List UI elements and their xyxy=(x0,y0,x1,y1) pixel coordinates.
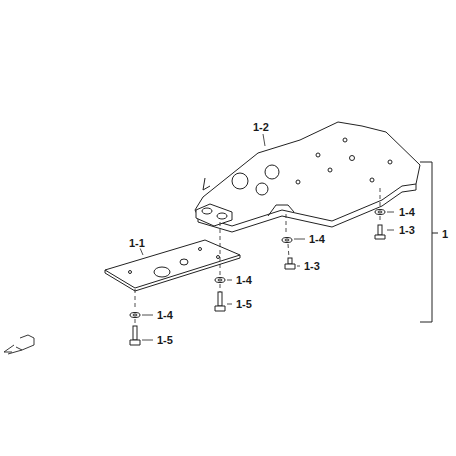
callout-number: 1-4 xyxy=(398,207,416,218)
callout-number: 1-4 xyxy=(235,275,253,286)
washers xyxy=(130,210,385,318)
callout-number: 1-4 xyxy=(308,234,326,245)
assembly-callout: 1 xyxy=(441,229,449,240)
callout-number: 1-3 xyxy=(398,225,416,236)
bolts xyxy=(130,225,385,345)
callout-number: 1-3 xyxy=(303,261,321,272)
callout-number: 1-5 xyxy=(235,299,253,310)
plate-edge xyxy=(198,184,416,232)
part-callout: 1-1 xyxy=(128,238,146,249)
part-callout: 1-2 xyxy=(252,122,270,133)
skid-plate xyxy=(195,122,420,226)
direction-arrow xyxy=(4,335,34,354)
callout-number: 1-5 xyxy=(156,335,174,346)
callout-number: 1-4 xyxy=(156,310,174,321)
assembly-bracket xyxy=(420,162,438,322)
